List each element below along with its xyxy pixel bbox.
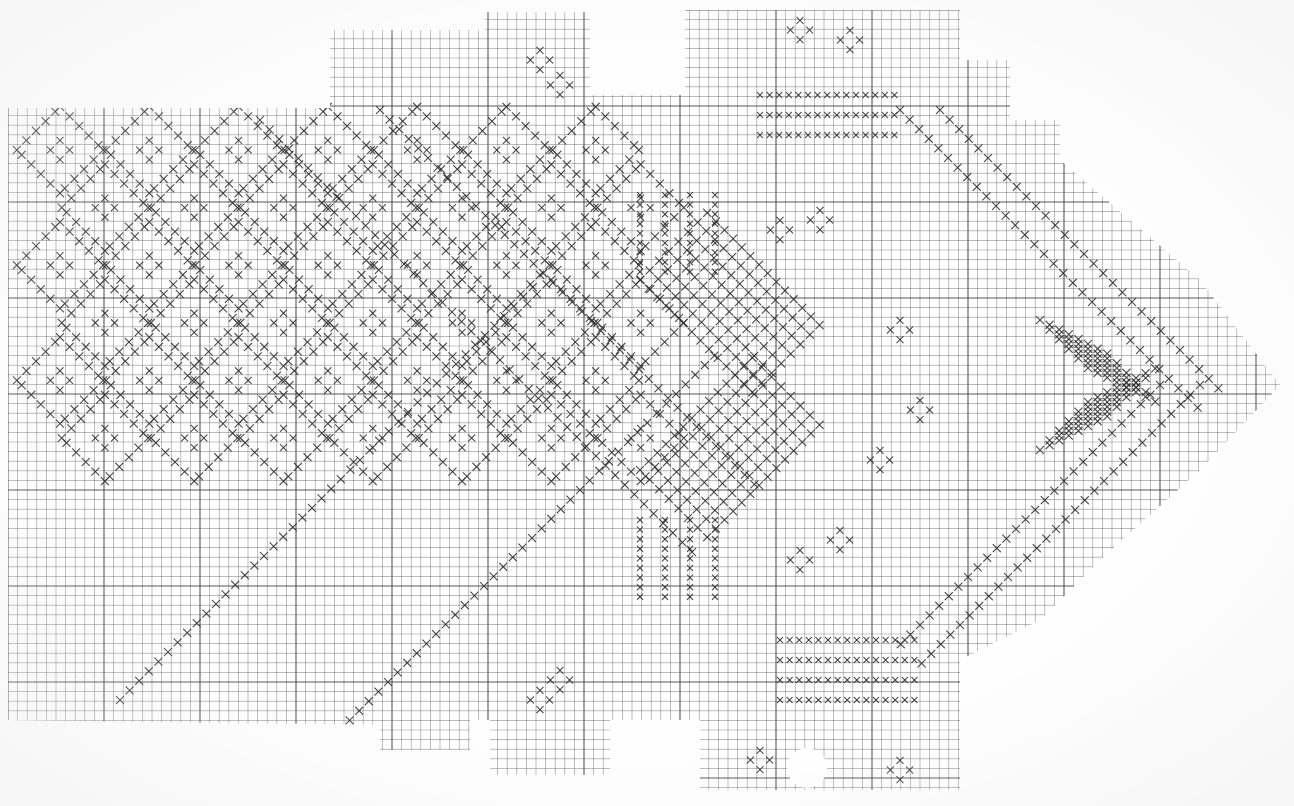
stitch-motifs: [13, 17, 1223, 783]
punch-hole: [787, 748, 827, 788]
